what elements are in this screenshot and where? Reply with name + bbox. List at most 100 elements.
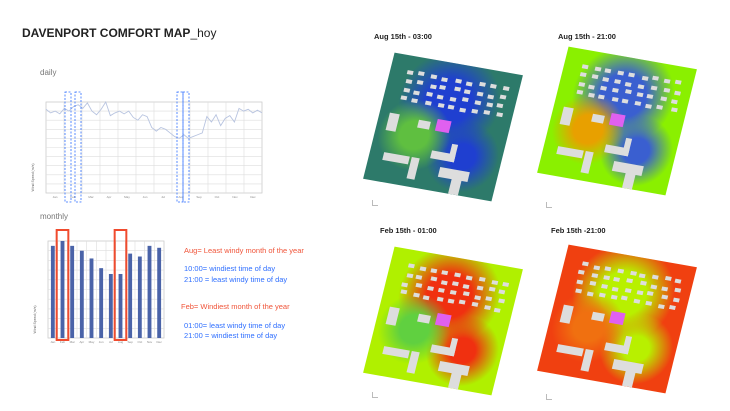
x-tick-label: Jul (161, 195, 165, 199)
building (611, 88, 619, 93)
building (447, 104, 455, 110)
axis-icon (372, 200, 378, 206)
note-feb-1: 01:00= least windy time of day (184, 321, 286, 330)
building (650, 284, 658, 290)
building (625, 89, 633, 95)
monthly-label: monthly (40, 212, 69, 221)
building (411, 98, 419, 104)
building (588, 84, 595, 90)
building (496, 112, 504, 118)
building (430, 276, 438, 282)
note-feb-2: 21:00 = windiest time of day (184, 331, 278, 340)
title-main: DAVENPORT COMFORT MAP (22, 26, 191, 40)
building (674, 279, 682, 285)
x-tick-label: Feb (70, 195, 76, 199)
axis-icon (546, 394, 552, 400)
highlight-box-feb (55, 229, 70, 341)
building (474, 100, 482, 105)
building (600, 85, 608, 91)
building (621, 335, 633, 355)
building (626, 278, 634, 284)
map-title-1: Aug 15th - 03:00 (374, 32, 432, 41)
building (672, 297, 680, 303)
bar-mar (70, 245, 75, 338)
building (436, 94, 444, 100)
building (671, 98, 679, 104)
building (453, 272, 461, 278)
bar-sep (128, 253, 133, 338)
building (438, 287, 445, 293)
building (633, 298, 641, 304)
building (403, 87, 410, 93)
x-tick-label: Jun (143, 195, 148, 199)
building (426, 91, 434, 97)
building (485, 296, 492, 302)
building (401, 282, 409, 288)
building (628, 72, 636, 78)
building (407, 70, 415, 76)
x-tick-label: Sep (127, 340, 133, 344)
daily-label: daily (40, 68, 57, 77)
building (637, 83, 645, 89)
building (625, 288, 632, 294)
building (600, 284, 608, 290)
building (498, 298, 506, 304)
x-tick-label: Apr (107, 195, 112, 199)
building (502, 281, 509, 287)
building (424, 100, 432, 106)
building (486, 94, 494, 100)
building (576, 279, 584, 285)
building (462, 291, 470, 297)
building (651, 75, 659, 81)
target-site (434, 312, 452, 328)
note-aug-1: 10:00= windiest time of day (184, 264, 276, 273)
building (598, 94, 605, 100)
building (591, 311, 605, 322)
highlight-box-aug (113, 229, 128, 341)
building (419, 266, 427, 272)
building (449, 289, 457, 295)
building (447, 143, 459, 163)
building (577, 82, 585, 88)
building (405, 78, 413, 84)
building (616, 70, 624, 76)
highlight-box (182, 91, 190, 203)
building (577, 270, 585, 276)
x-tick-label: Aug (118, 340, 124, 344)
building (636, 92, 644, 98)
building (621, 137, 633, 157)
building (610, 295, 618, 300)
building (407, 263, 415, 269)
x-tick-label: Mar (70, 340, 75, 344)
building (406, 273, 414, 279)
building (651, 274, 659, 280)
building (673, 287, 681, 293)
building (614, 79, 622, 85)
note-aug-2: 21:00 = least windy time of day (184, 275, 288, 284)
x-tick-label: Jan (53, 195, 58, 199)
building (611, 96, 619, 102)
building (451, 281, 459, 286)
x-tick-label: Feb (60, 340, 66, 344)
building (426, 286, 434, 291)
page-title: DAVENPORT COMFORT MAP_hoy (22, 26, 216, 40)
building (502, 86, 510, 92)
building (385, 112, 400, 132)
building (657, 303, 665, 309)
highlight-box (64, 91, 72, 203)
y-axis-label: Wind Speed (m/s) (33, 305, 37, 333)
building (612, 286, 619, 292)
building (559, 304, 574, 324)
bar-dec (157, 247, 162, 338)
building (429, 84, 437, 90)
building (575, 288, 583, 294)
building (418, 71, 425, 77)
building (602, 77, 610, 83)
building (439, 84, 447, 90)
building (476, 285, 484, 291)
building (400, 289, 408, 295)
building (661, 286, 669, 291)
building (453, 86, 461, 92)
building (645, 103, 653, 109)
